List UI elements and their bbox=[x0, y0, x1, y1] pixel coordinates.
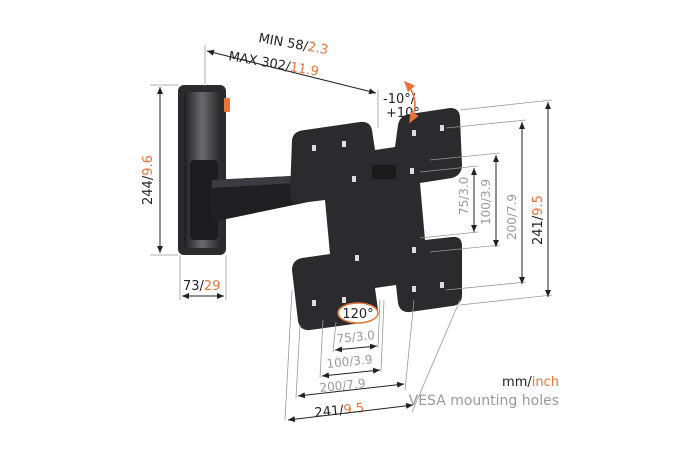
vesa-vertical-200: 200/7.9 bbox=[505, 194, 519, 240]
vesa-vertical-dimensions: 75/3.0 100/3.9 200/7.9 241/9.5 bbox=[419, 99, 553, 306]
swivel-indicator: 120° bbox=[337, 302, 379, 324]
tilt-up-label: -10°/ bbox=[383, 92, 416, 107]
vesa-plate bbox=[290, 108, 462, 331]
legend-units: mm/inch bbox=[502, 375, 559, 390]
legend: mm/inch VESA mounting holes bbox=[409, 375, 559, 409]
vesa-vertical-241: 241/9.5 bbox=[531, 195, 546, 245]
vesa-horizontal-dimensions: 75/3.0 100/3.9 200/7.9 241/9.5 bbox=[284, 289, 461, 423]
vesa-horizontal-100: 100/3.9 bbox=[326, 352, 373, 371]
vesa-horizontal-241: 241/9.5 bbox=[314, 401, 365, 421]
tilt-indicator: -10°/ +10° bbox=[383, 80, 420, 124]
legend-caption: VESA mounting holes bbox=[409, 393, 559, 409]
wall-plate-width: 73/29 bbox=[183, 279, 220, 294]
vesa-horizontal-75: 75/3.0 bbox=[336, 328, 376, 346]
vesa-vertical-75: 75/3.0 bbox=[457, 177, 471, 215]
tilt-arrow-icon bbox=[403, 80, 419, 124]
vesa-vertical-100: 100/3.9 bbox=[479, 179, 493, 225]
swivel-label: 120° bbox=[342, 307, 373, 322]
wall-plate-accent bbox=[224, 98, 230, 112]
arm-min-extension: MIN 58/2.3 bbox=[257, 31, 329, 58]
swivel-arrow-icon bbox=[337, 302, 379, 324]
wall-plate-height: 244/9.6 bbox=[141, 155, 156, 205]
arm-extension-dimension-line bbox=[206, 49, 377, 95]
swing-arm bbox=[190, 160, 318, 240]
vesa-horizontal-200: 200/7.9 bbox=[319, 376, 366, 395]
